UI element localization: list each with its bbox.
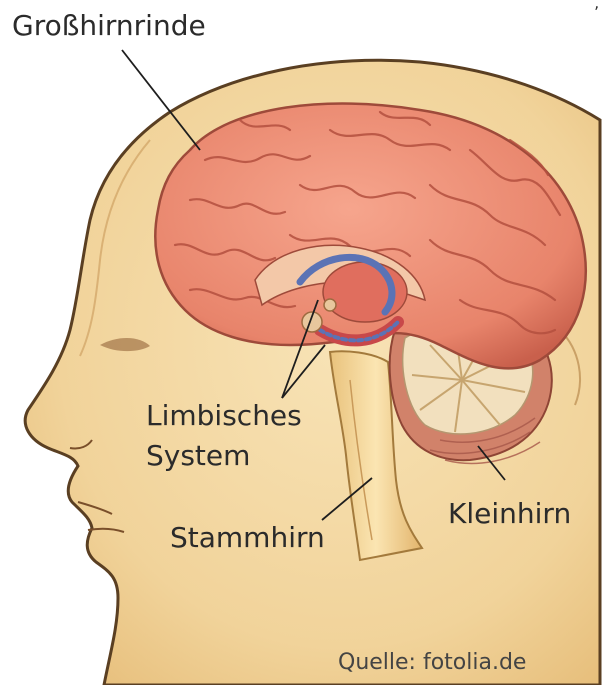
label-cortex: Großhirnrinde — [12, 8, 206, 44]
label-cerebellum: Kleinhirn — [448, 496, 571, 532]
label-brainstem: Stammhirn — [170, 520, 325, 556]
svg-text:ʼ: ʼ — [594, 3, 599, 22]
label-limbic-line2: System — [146, 438, 250, 474]
mammillary-body — [324, 299, 336, 311]
label-limbic-line1: Limbisches — [146, 398, 302, 434]
source-credit: Quelle: fotolia.de — [338, 650, 526, 675]
